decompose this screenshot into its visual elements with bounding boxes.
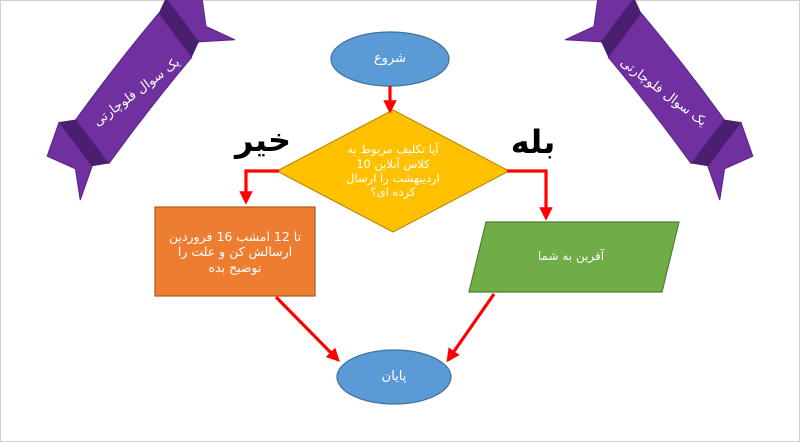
no-branch-label: خیر xyxy=(234,121,292,159)
yes-action-node xyxy=(468,221,680,293)
decision-line-2: کلاس آنلاین 10 xyxy=(356,156,430,171)
no-action-line-1: تا 12 امشب 16 فروردین xyxy=(168,228,302,244)
right-banner-main xyxy=(607,12,725,165)
decision-line-4: کرده ای؟ xyxy=(370,185,416,200)
arrow-decision-to-no xyxy=(239,169,279,205)
end-label: پایان xyxy=(381,368,407,384)
right-banner-fold-right xyxy=(691,119,741,167)
arrow-no-to-end xyxy=(274,295,340,362)
no-action-line-2: ارسالش کن و علت را xyxy=(177,244,293,260)
start-label: شروع xyxy=(373,50,407,66)
no-action-label: تا 12 امشب 16 فروردین ارسالش کن و علت را… xyxy=(160,215,310,289)
left-banner-tail-left xyxy=(46,121,93,201)
decision-label: آیا تکلیف مربوط به کلاس آنلاین 10 اردیبه… xyxy=(318,130,468,212)
decision-node xyxy=(275,109,511,233)
left-banner: یک سوال فلوچارتی xyxy=(46,0,236,201)
left-banner-tail-right xyxy=(164,0,236,43)
arrow-yes-to-end xyxy=(446,293,496,363)
end-node xyxy=(336,349,452,405)
right-banner-fold-left xyxy=(601,0,642,58)
decision-line-1: آیا تکلیف مربوط به xyxy=(347,142,439,157)
left-banner-main xyxy=(75,12,193,165)
left-banner-fold-right xyxy=(158,0,199,58)
right-banner-tail-left xyxy=(564,0,636,43)
no-action-line-3: توضیح بده xyxy=(208,259,262,275)
right-banner: یک سوال فلوچارتی xyxy=(564,0,754,201)
left-banner-fold-left xyxy=(59,119,109,167)
arrow-decision-to-yes xyxy=(507,169,553,221)
decision-line-3: اردیبهشت را ارسال xyxy=(346,171,440,185)
right-banner-tail-right xyxy=(707,121,754,201)
yes-action-label: آفرین به شما xyxy=(537,248,605,263)
no-action-node xyxy=(154,206,316,297)
yes-branch-label: بله xyxy=(510,123,556,161)
